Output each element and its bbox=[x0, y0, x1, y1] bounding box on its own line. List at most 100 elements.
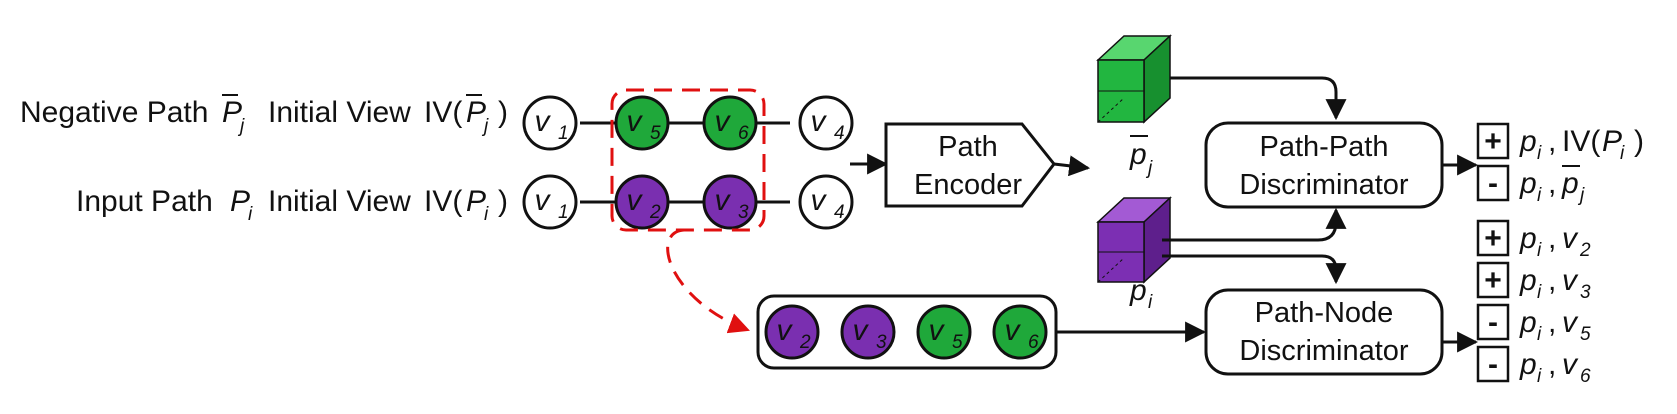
svg-text:i: i bbox=[1537, 185, 1542, 206]
svg-text:P: P bbox=[466, 96, 486, 129]
svg-text:p: p bbox=[1561, 167, 1579, 200]
negative-to-pp-arrow bbox=[1170, 76, 1347, 121]
svg-text:Discriminator: Discriminator bbox=[1239, 169, 1409, 201]
negative-path-label: Negative Path P j Initial View IV( P j ) bbox=[20, 94, 508, 137]
svg-text:4: 4 bbox=[834, 123, 845, 144]
svg-text:5: 5 bbox=[650, 123, 661, 144]
input-to-pp-arrow bbox=[1162, 207, 1347, 242]
svg-text:3: 3 bbox=[738, 202, 749, 223]
svg-text:Path-Path: Path-Path bbox=[1260, 131, 1389, 163]
svg-text:i: i bbox=[248, 204, 253, 225]
svg-text:v: v bbox=[1562, 306, 1579, 339]
input-embedding-label: p i bbox=[1129, 274, 1153, 313]
svg-text:p: p bbox=[1129, 274, 1147, 307]
svg-text:i: i bbox=[1148, 292, 1153, 313]
svg-text:p: p bbox=[1519, 306, 1537, 339]
svg-text:Negative Path: Negative Path bbox=[20, 96, 208, 129]
svg-text:v: v bbox=[1562, 222, 1579, 255]
input-to-pn-arrow bbox=[1162, 254, 1347, 285]
svg-text:Encoder: Encoder bbox=[914, 169, 1022, 201]
svg-text:v: v bbox=[929, 314, 946, 347]
sampling-arrow bbox=[666, 228, 750, 334]
svg-text:j: j bbox=[1145, 158, 1153, 179]
svg-text:IV(: IV( bbox=[424, 96, 462, 129]
svg-text:P: P bbox=[222, 96, 242, 129]
svg-text:i: i bbox=[484, 204, 489, 225]
sampled-nodes-highlight bbox=[610, 88, 766, 232]
svg-text:-: - bbox=[1488, 306, 1498, 339]
svg-text:v: v bbox=[715, 184, 732, 217]
svg-text:Path: Path bbox=[938, 131, 998, 163]
svg-text:i: i bbox=[1537, 324, 1542, 345]
path-node-discriminator: Path-Node Discriminator bbox=[1204, 288, 1444, 376]
svg-text:3: 3 bbox=[876, 332, 887, 353]
svg-text:P: P bbox=[466, 185, 486, 218]
svg-text:-: - bbox=[1488, 348, 1498, 381]
svg-text:v: v bbox=[1562, 264, 1579, 297]
svg-text:i: i bbox=[1537, 282, 1542, 303]
svg-text:3: 3 bbox=[1580, 282, 1591, 303]
svg-text:6: 6 bbox=[1028, 332, 1039, 353]
svg-text:v: v bbox=[1005, 314, 1022, 347]
svg-text:v: v bbox=[811, 105, 828, 138]
svg-text:p: p bbox=[1519, 348, 1537, 381]
svg-text:,: , bbox=[1548, 348, 1556, 381]
svg-text:2: 2 bbox=[649, 202, 661, 223]
svg-text:1: 1 bbox=[558, 123, 569, 144]
svg-text:2: 2 bbox=[799, 332, 811, 353]
svg-text:v: v bbox=[535, 184, 552, 217]
svg-text:IV(: IV( bbox=[424, 185, 462, 218]
svg-text:,: , bbox=[1548, 125, 1556, 158]
svg-text:6: 6 bbox=[1580, 366, 1591, 387]
svg-text:p: p bbox=[1129, 138, 1147, 171]
svg-text:i: i bbox=[1537, 240, 1542, 261]
svg-text:,: , bbox=[1548, 264, 1556, 297]
svg-text:5: 5 bbox=[1580, 324, 1591, 345]
negative-embedding-cube bbox=[1096, 34, 1172, 124]
encoder-output-arrow bbox=[1053, 155, 1091, 177]
svg-text:,: , bbox=[1548, 306, 1556, 339]
svg-text:v: v bbox=[535, 105, 552, 138]
svg-text:p: p bbox=[1519, 125, 1537, 158]
svg-text:+: + bbox=[1484, 125, 1502, 158]
svg-text:v: v bbox=[627, 105, 644, 138]
svg-text:1: 1 bbox=[558, 202, 569, 223]
svg-text:P: P bbox=[230, 185, 250, 218]
svg-text:p: p bbox=[1519, 222, 1537, 255]
svg-text:j: j bbox=[481, 116, 489, 137]
svg-text:v: v bbox=[715, 105, 732, 138]
svg-text:6: 6 bbox=[738, 123, 749, 144]
svg-text:p: p bbox=[1519, 167, 1537, 200]
svg-text:v: v bbox=[777, 314, 794, 347]
svg-text:i: i bbox=[1537, 366, 1542, 387]
svg-text:2: 2 bbox=[1579, 240, 1591, 261]
svg-text:5: 5 bbox=[952, 332, 963, 353]
svg-text:v: v bbox=[853, 314, 870, 347]
svg-text:v: v bbox=[811, 184, 828, 217]
path-encoder: Path Encoder bbox=[884, 122, 1056, 208]
svg-text:i: i bbox=[1620, 143, 1625, 164]
svg-text:): ) bbox=[498, 185, 508, 218]
negative-embedding-label: p j bbox=[1129, 135, 1153, 179]
svg-text:,: , bbox=[1548, 167, 1556, 200]
svg-text:Input Path: Input Path bbox=[76, 185, 213, 218]
